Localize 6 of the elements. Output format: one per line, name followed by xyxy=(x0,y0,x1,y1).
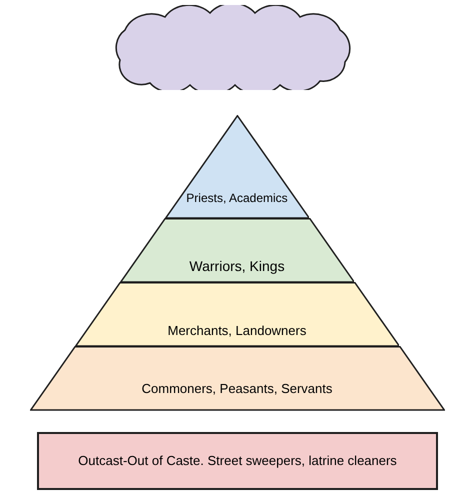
tier-label: Priests, Academics xyxy=(186,191,288,206)
outcast-box xyxy=(37,432,438,490)
tier-label: Merchants, Landowners xyxy=(168,322,306,339)
box-label: Outcast-Out of Caste. Street sweepers, latrine cleaners xyxy=(78,452,397,470)
tier-label: Warriors, Kings xyxy=(189,258,285,275)
tier-label: Commoners, Peasants, Servants xyxy=(142,380,332,397)
